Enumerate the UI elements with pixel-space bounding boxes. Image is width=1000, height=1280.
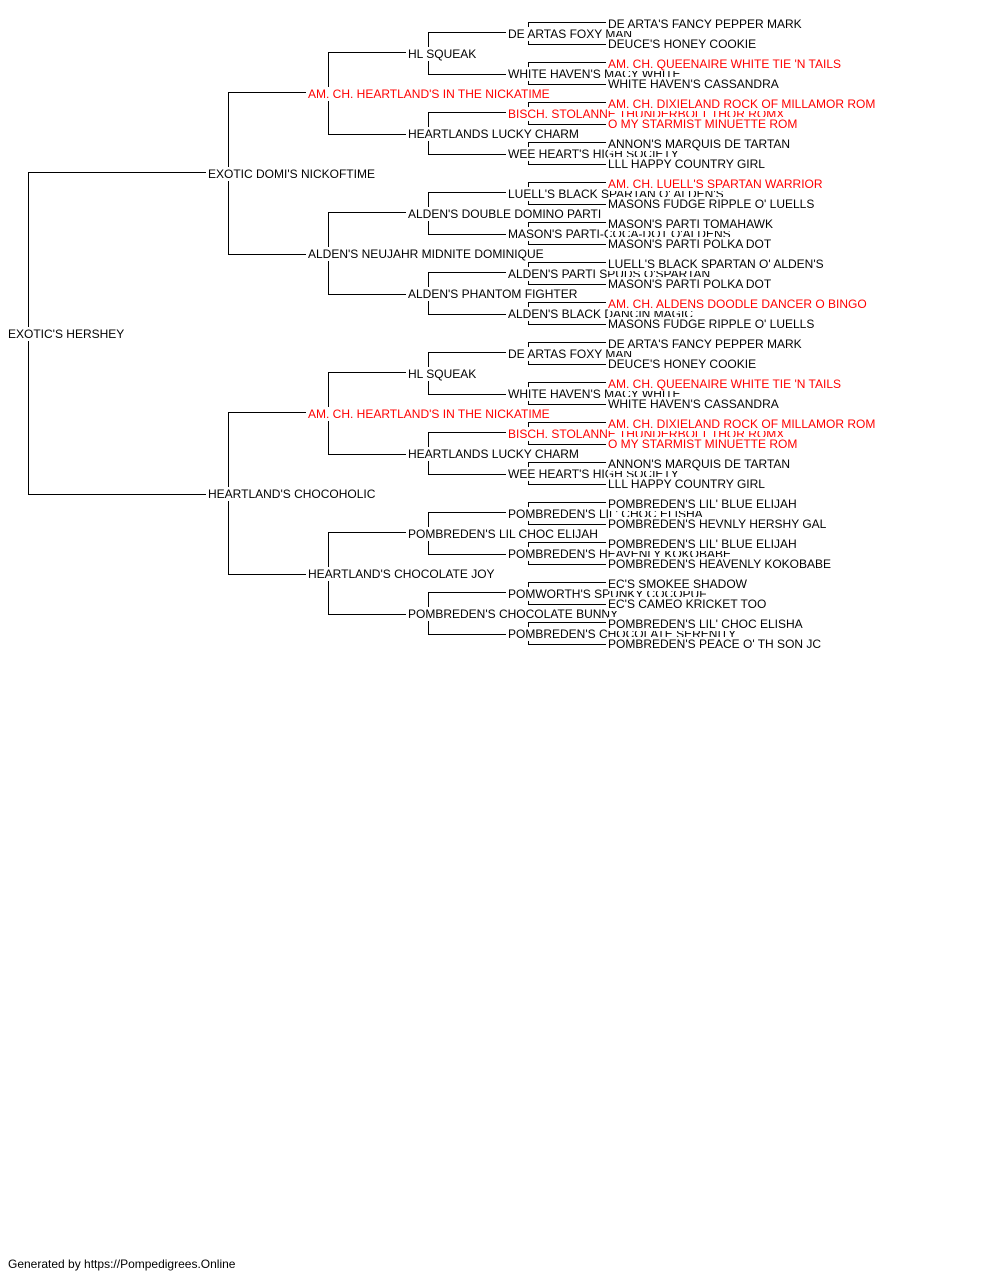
pedigree-entry-dam-dam[interactable]: HEARTLAND'S CHOCOLATE JOY	[308, 567, 497, 581]
pedigree-entry-dam-sire-sire-dam-sire[interactable]: AM. CH. QUEENAIRE WHITE TIE 'N TAILS	[608, 377, 843, 391]
pedigree-entry-dam-sire-sire-sire-dam[interactable]: DEUCE'S HONEY COOKIE	[608, 357, 759, 371]
pedigree-entry-dam-sire-dam-sire-sire[interactable]: AM. CH. DIXIELAND ROCK OF MILLAMOR ROM	[608, 417, 878, 431]
pedigree-entry-dam-dam-dam-dam-sire[interactable]: POMBREDEN'S LIL' CHOC ELISHA	[608, 617, 805, 631]
pedigree-entry-sire-sire-sire[interactable]: HL SQUEAK	[408, 47, 479, 61]
pedigree-entry-dam-dam-dam-dam-dam[interactable]: POMBREDEN'S PEACE O' TH SON JC	[608, 637, 824, 651]
pedigree-entry-sire-sire[interactable]: AM. CH. HEARTLAND'S IN THE NICKATIME	[308, 87, 552, 101]
pedigree-entry-sire-sire-sire-sire-sire[interactable]: DE ARTA'S FANCY PEPPER MARK	[608, 17, 804, 31]
pedigree-entry-sire-sire-sire-sire[interactable]: DE ARTAS FOXY MAN	[508, 27, 635, 41]
pedigree-entry-dam[interactable]: HEARTLAND'S CHOCOHOLIC	[208, 487, 378, 501]
pedigree-entry-dam-sire-sire-sire-sire[interactable]: DE ARTA'S FANCY PEPPER MARK	[608, 337, 804, 351]
pedigree-entry-subject[interactable]: EXOTIC'S HERSHEY	[8, 327, 127, 341]
pedigree-entry-sire-sire-dam-sire-sire[interactable]: AM. CH. DIXIELAND ROCK OF MILLAMOR ROM	[608, 97, 878, 111]
pedigree-entry-sire-sire-sire-dam-sire[interactable]: AM. CH. QUEENAIRE WHITE TIE 'N TAILS	[608, 57, 843, 71]
pedigree-entry-dam-sire-sire-dam-dam[interactable]: WHITE HAVEN'S CASSANDRA	[608, 397, 781, 411]
pedigree-entry-dam-sire-dam-dam-dam[interactable]: LLL HAPPY COUNTRY GIRL	[608, 477, 767, 491]
pedigree-entry-dam-dam-dam[interactable]: POMBREDEN'S CHOCOLATE BUNNY	[408, 607, 621, 621]
pedigree-entry-dam-sire-dam[interactable]: HEARTLANDS LUCKY CHARM	[408, 447, 581, 461]
pedigree-entry-sire-sire-dam-dam-sire[interactable]: ANNON'S MARQUIS DE TARTAN	[608, 137, 793, 151]
pedigree-entry-dam-dam-sire-dam-sire[interactable]: POMBREDEN'S LIL' BLUE ELIJAH	[608, 537, 799, 551]
pedigree-entry-sire-sire-dam-sire-dam[interactable]: O MY STARMIST MINUETTE ROM	[608, 117, 800, 131]
pedigree-entry-dam-dam-dam-sire-dam[interactable]: EC'S CAMEO KRICKET TOO	[608, 597, 769, 611]
pedigree-entry-dam-dam-dam-sire-sire[interactable]: EC'S SMOKEE SHADOW	[608, 577, 749, 591]
pedigree-entry-sire-dam[interactable]: ALDEN'S NEUJAHR MIDNITE DOMINIQUE	[308, 247, 546, 261]
pedigree-entry-dam-sire-dam-sire-dam[interactable]: O MY STARMIST MINUETTE ROM	[608, 437, 800, 451]
pedigree-entry-sire-dam-sire-dam-sire[interactable]: MASON'S PARTI TOMAHAWK	[608, 217, 775, 231]
pedigree-entry-sire-dam-dam-dam-sire[interactable]: AM. CH. ALDENS DOODLE DANCER O BINGO	[608, 297, 869, 311]
pedigree-entry-dam-sire[interactable]: AM. CH. HEARTLAND'S IN THE NICKATIME	[308, 407, 552, 421]
pedigree-entry-dam-dam-sire[interactable]: POMBREDEN'S LIL CHOC ELIJAH	[408, 527, 600, 541]
pedigree-entry-sire-sire-dam-dam-dam[interactable]: LLL HAPPY COUNTRY GIRL	[608, 157, 767, 171]
pedigree-entry-dam-dam-sire-sire-sire[interactable]: POMBREDEN'S LIL' BLUE ELIJAH	[608, 497, 799, 511]
pedigree-entry-sire-sire-sire-dam-dam[interactable]: WHITE HAVEN'S CASSANDRA	[608, 77, 781, 91]
pedigree-entry-sire-dam-dam-sire-sire[interactable]: LUELL'S BLACK SPARTAN O' ALDEN'S	[608, 257, 826, 271]
pedigree-entry-sire-dam-dam-dam-dam[interactable]: MASONS FUDGE RIPPLE O' LUELLS	[608, 317, 817, 331]
pedigree-entry-sire-dam-dam-sire-dam[interactable]: MASON'S PARTI POLKA DOT	[608, 277, 774, 291]
generated-by-footer: Generated by https://Pompedigrees.Online	[8, 1257, 236, 1271]
pedigree-entry-sire[interactable]: EXOTIC DOMI'S NICKOFTIME	[208, 167, 377, 181]
pedigree-entry-sire-dam-sire-sire-dam[interactable]: MASONS FUDGE RIPPLE O' LUELLS	[608, 197, 817, 211]
pedigree-entry-dam-sire-sire[interactable]: HL SQUEAK	[408, 367, 479, 381]
pedigree-entry-dam-sire-dam-dam-sire[interactable]: ANNON'S MARQUIS DE TARTAN	[608, 457, 793, 471]
pedigree-entry-dam-dam-sire-sire-dam[interactable]: POMBREDEN'S HEVNLY HERSHY GAL	[608, 517, 829, 531]
pedigree-entry-sire-dam-sire[interactable]: ALDEN'S DOUBLE DOMINO PARTI	[408, 207, 604, 221]
pedigree-entry-sire-sire-dam[interactable]: HEARTLANDS LUCKY CHARM	[408, 127, 581, 141]
pedigree-entry-sire-dam-sire-dam-dam[interactable]: MASON'S PARTI POLKA DOT	[608, 237, 774, 251]
pedigree-entry-sire-dam-dam[interactable]: ALDEN'S PHANTOM FIGHTER	[408, 287, 580, 301]
pedigree-entry-sire-dam-sire-sire-sire[interactable]: AM. CH. LUELL'S SPARTAN WARRIOR	[608, 177, 825, 191]
pedigree-entry-dam-sire-sire-sire[interactable]: DE ARTAS FOXY MAN	[508, 347, 635, 361]
pedigree-entry-sire-sire-sire-sire-dam[interactable]: DEUCE'S HONEY COOKIE	[608, 37, 759, 51]
pedigree-entry-dam-dam-sire-dam-dam[interactable]: POMBREDEN'S HEAVENLY KOKOBABE	[608, 557, 834, 571]
